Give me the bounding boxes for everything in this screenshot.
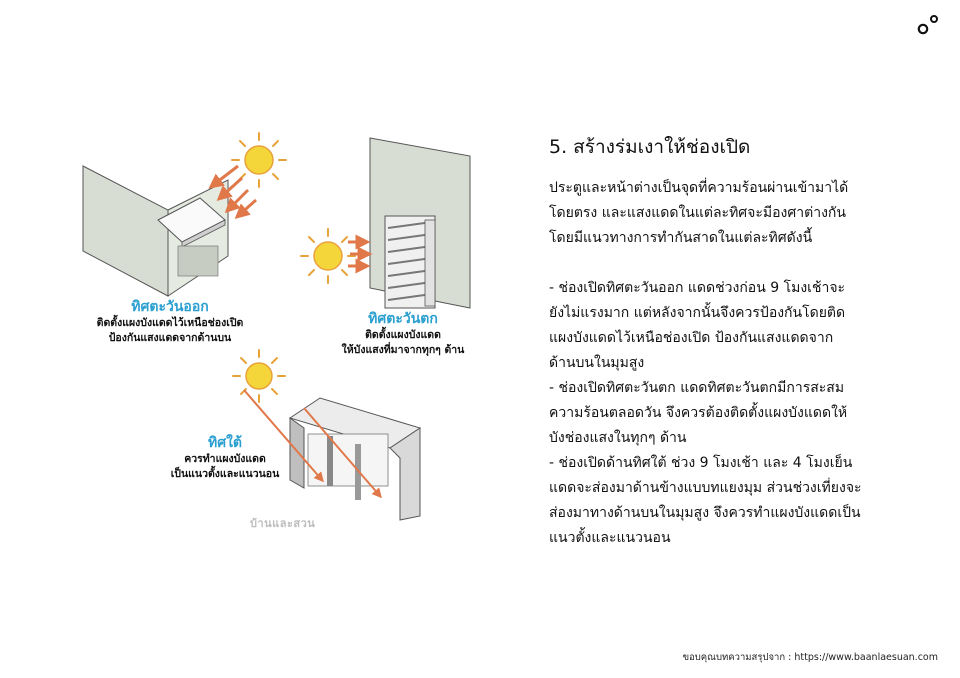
south-caption-line: เป็นแนวตั้งและแนวนอน [170,468,280,480]
section-heading: 5. สร้างร่มเงาให้ช่องเปิด [549,136,751,158]
point-line: ด้านบนในมุมสูง [549,355,645,371]
intro-line: โดยตรง และแสงแดดในแต่ละทิศจะมีองศาต่างกั… [549,205,846,221]
point-line: ความร้อนตลอดวัน จึงควรต้องติดตั้งแผงบังแ… [549,405,848,421]
point-line: ส่องมาทางด้านบนในมุมสูง จึงควรทำแผงบังแด… [549,505,861,521]
south-caption-line: ควรทำแผงบังแดด [184,453,266,465]
west-caption-line: ให้บังแสงที่มาจากทุกๆ ด้าน [341,344,465,356]
point-line: - ช่องเปิดทิศตะวันตก แดดทิศตะวันตกมีการส… [549,380,845,396]
east-sun-icon [231,132,287,188]
point-line: - ช่องเปิดทิศตะวันออก แดดช่วงก่อน 9 โมงเ… [549,280,846,296]
south-caption-title: ทิศใต้ [207,435,243,451]
west-sunlight-arrows [348,234,373,274]
south-frame-icon [288,397,422,521]
point-line: บังช่องแสงในทุกๆ ด้าน [549,430,687,446]
point-line: แผงบังแดดไว้เหนือช่องเปิด ป้องกันแสงแดดจ… [549,330,834,346]
intro-line: ประตูและหน้าต่างเป็นจุดที่ความร้อนผ่านเข… [549,180,849,196]
west-wall-icon [369,137,471,309]
brand-logo-icon [917,15,938,35]
illustration-watermark: บ้านและสวน [250,517,316,530]
east-caption-line: ป้องกันแสงแดดจากด้านบน [108,332,232,344]
paragraph-gap [549,251,909,276]
east-caption: ทิศตะวันออก ติดตั้งแผงบังแดดไว้เหนือช่อง… [70,298,270,346]
point-line: แนวตั้งและแนวนอน [549,530,671,546]
point-line: - ช่องเปิดด้านทิศใต้ ช่วง 9 โมงเช้า และ … [549,455,853,471]
west-sun-icon [300,228,356,284]
south-caption: ทิศใต้ ควรทำแผงบังแดด เป็นแนวตั้งและแนวน… [160,434,290,482]
west-caption-line: ติดตั้งแผงบังแดด [365,329,441,341]
east-caption-line: ติดตั้งแผงบังแดดไว้เหนือช่องเปิด [96,317,244,329]
source-credit: ขอบคุณบทความสรุปจาก : https://www.baanla… [682,652,938,663]
west-caption: ทิศตะวันตก ติดตั้งแผงบังแดด ให้บังแสงที่… [328,310,478,358]
point-line: แดดจะส่องมาด้านข้างแบบทแยงมุม ส่วนช่วงเท… [549,480,862,496]
illustration-drawing [82,132,471,521]
south-sunlight-arrows [243,389,382,499]
east-house-icon [82,165,229,297]
south-sun-icon [232,349,286,403]
east-sunlight-arrows [208,164,257,219]
point-line: ยังไม่แรงมาก แต่หลังจากนั้นจึงควรป้องกัน… [549,305,846,321]
east-caption-title: ทิศตะวันออก [131,299,209,315]
sun-shading-illustration: ทิศตะวันออก ติดตั้งแผงบังแดดไว้เหนือช่อง… [60,128,500,538]
west-caption-title: ทิศตะวันตก [368,311,438,327]
intro-line: โดยมีแนวทางการทำกันสาดในแต่ละทิศดังนี้ [549,230,813,246]
article-content: 5. สร้างร่มเงาให้ช่องเปิด ประตูและหน้าต่… [549,134,909,551]
